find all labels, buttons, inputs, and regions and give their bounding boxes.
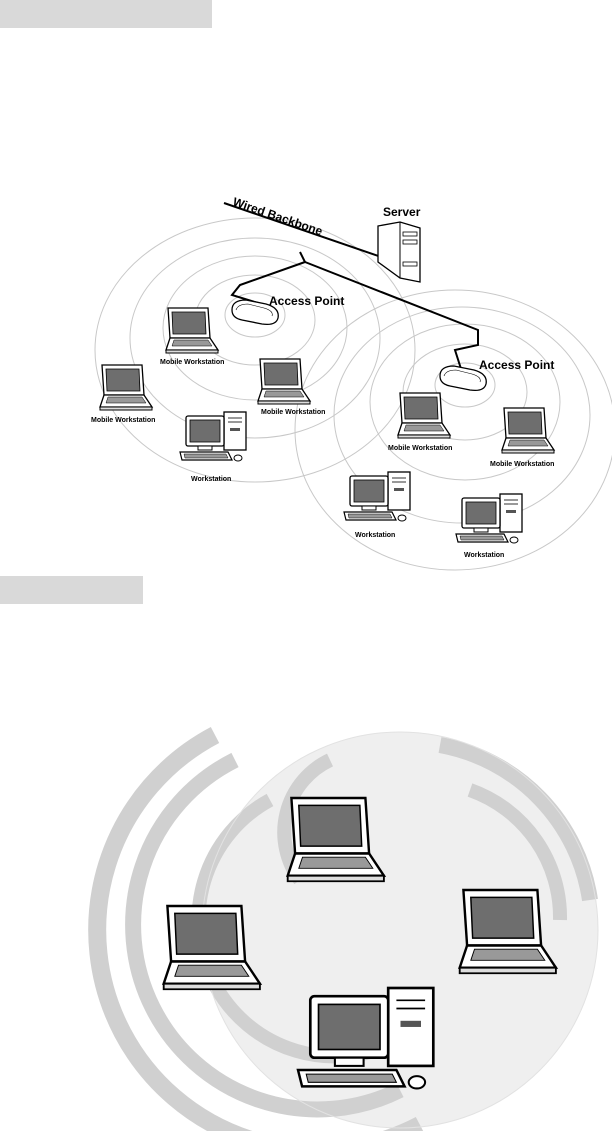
laptop-icon [502, 408, 554, 453]
workstation-label: Workstation [191, 476, 231, 483]
access-point-label-1: Access Point [269, 294, 344, 308]
mobile-workstation-label: Mobile Workstation [388, 445, 452, 452]
mobile-workstation-label: Mobile Workstation [490, 461, 554, 468]
access-point-label-2: Access Point [479, 358, 554, 372]
coverage-rings-ap2 [295, 290, 612, 570]
workstation-label: Workstation [355, 532, 395, 539]
wired-backbone-label: Wired Backbone [231, 195, 325, 239]
laptop-icon [100, 365, 152, 410]
desktop-icon [180, 412, 246, 461]
mobile-workstation-label: Mobile Workstation [160, 359, 224, 366]
mobile-workstation-label: Mobile Workstation [261, 409, 325, 416]
coverage-rings-ap1 [95, 218, 415, 482]
server-icon [378, 222, 420, 282]
infrastructure-diagram: Wired Backbone Server Access Point Acces… [91, 195, 612, 570]
server-label: Server [383, 205, 421, 219]
laptop-icon [258, 359, 310, 404]
desktop-icon [456, 494, 522, 543]
mobile-workstation-label: Mobile Workstation [91, 417, 155, 424]
workstation-label: Workstation [464, 552, 504, 559]
desktop-icon [344, 472, 410, 521]
adhoc-diagram [97, 732, 598, 1131]
laptop-icon [166, 308, 218, 353]
wired-lines [224, 203, 478, 372]
